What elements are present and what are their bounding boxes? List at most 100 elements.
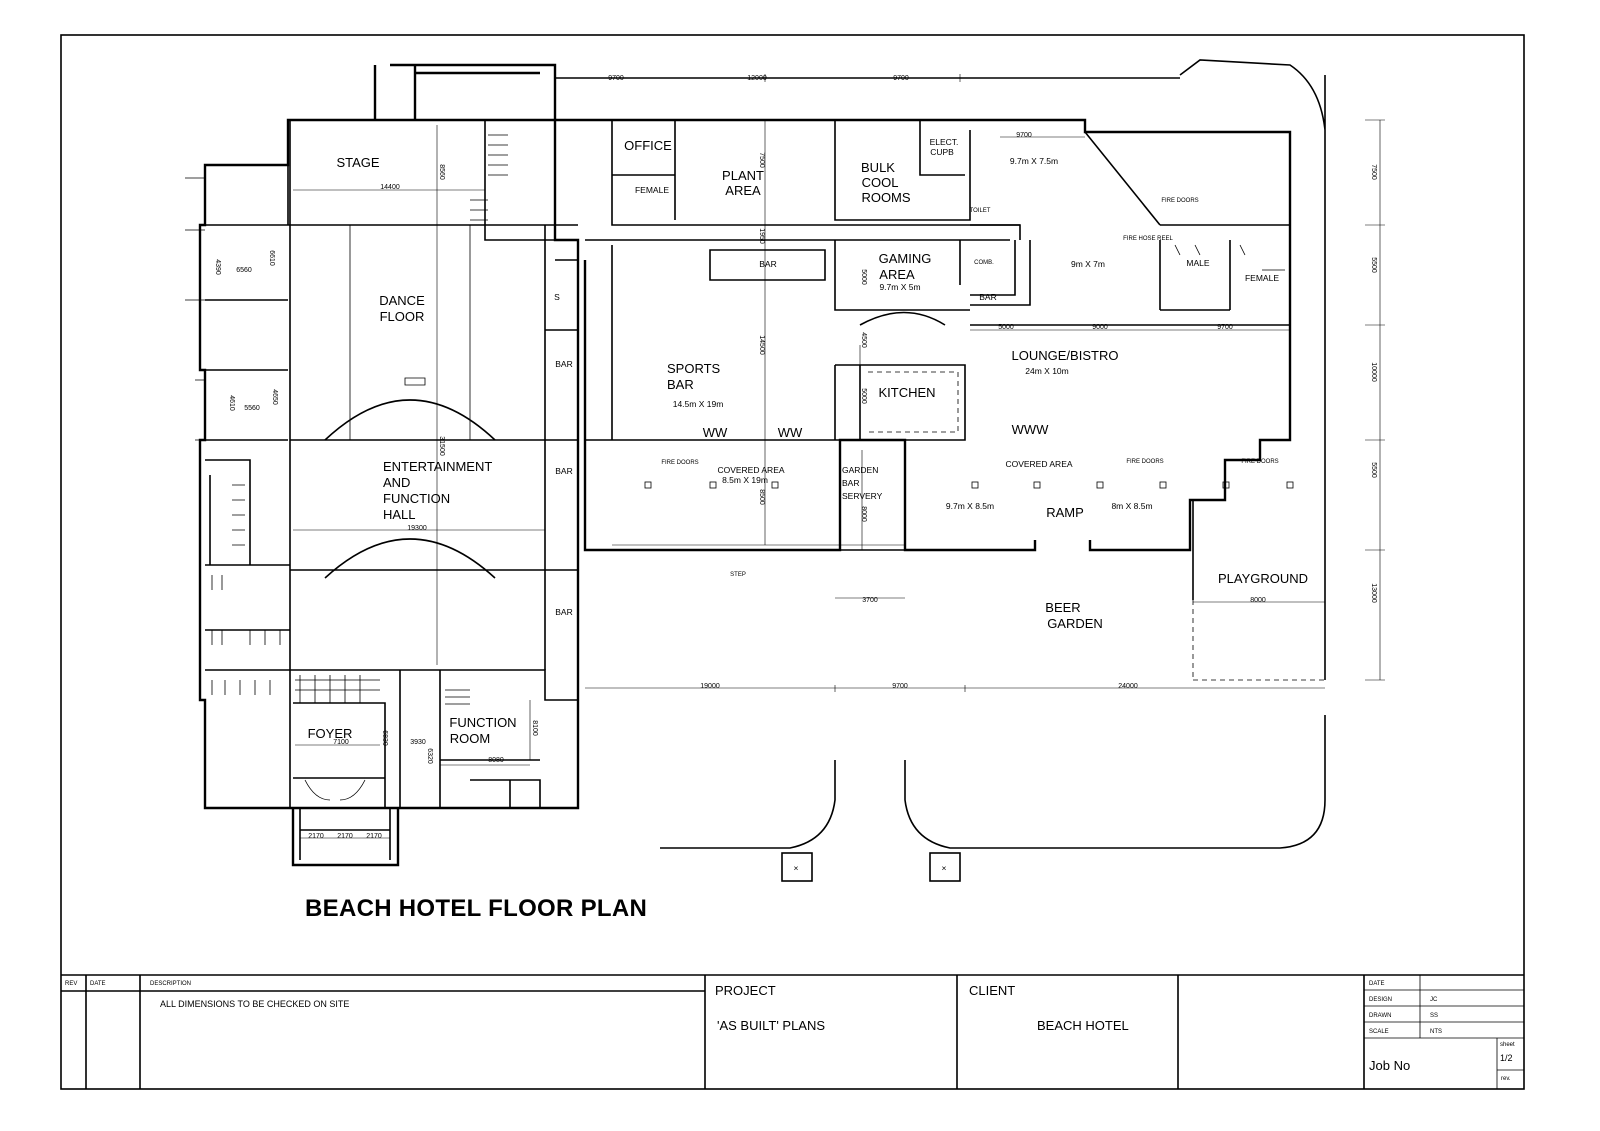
dim-top-3: 9700 [893, 75, 909, 82]
foyer-steps [295, 675, 380, 703]
lounge-dims [970, 136, 1290, 331]
dim-entry-3: 2170 [366, 833, 382, 840]
ramp-label: RAMP [1046, 505, 1084, 520]
kitchen-servery [868, 371, 959, 433]
small-dims [835, 597, 1325, 603]
job-no-label: Job No [1369, 1058, 1410, 1073]
dim-entry-1: 2170 [308, 833, 324, 840]
dim-kitchen-h: 5000 [860, 388, 867, 404]
bar-walls [585, 224, 1021, 440]
kitchen-label: KITCHEN [878, 385, 935, 400]
dim-foyer-w: 7100 [333, 739, 349, 746]
bar-gaming-label: BAR [979, 292, 996, 302]
bottom-dim-line [585, 685, 1325, 692]
dim-top-room-w: 9700 [1016, 132, 1032, 139]
toilet-label: TOILET [970, 208, 991, 214]
garden-boundary [1179, 59, 1326, 680]
dim-func-h: 8100 [531, 720, 538, 736]
stage-stair-room [484, 120, 555, 241]
dim-right-1: 7500 [1370, 164, 1377, 180]
client-label: CLIENT [969, 983, 1015, 998]
dim-right-3: 10000 [1370, 362, 1377, 382]
design-label: DESIGN [1369, 997, 1392, 1003]
left-partitions [205, 120, 578, 441]
covered-area-left-label: COVERED AREA [717, 465, 784, 475]
dim-lounge-2: 9000 [1092, 324, 1108, 331]
diagonal-wall [1084, 131, 1161, 226]
dim-covered-h: 8500 [758, 489, 765, 505]
hall-inner-walls [289, 120, 578, 808]
covered-posts [644, 481, 1294, 489]
dim-left-2h: 4650 [271, 389, 278, 405]
dim-bottom-1: 19000 [700, 683, 720, 690]
step-label: STEP [730, 572, 746, 578]
right-dim-line [1365, 119, 1385, 681]
bar-side-3: BAR [555, 607, 572, 617]
dance-floor-lines [349, 225, 471, 440]
male-label: MALE [1186, 258, 1209, 268]
dim-right-2: 5500 [1370, 257, 1377, 273]
dim-func-a: 3930 [410, 739, 426, 746]
foyer-dims [295, 700, 531, 839]
fire-doors-2: FIRE DOORS [1126, 459, 1163, 465]
dim-plant-1: 7500 [758, 152, 765, 168]
dim-lounge-1: 5000 [998, 324, 1014, 331]
dim-bottom-2: 9700 [892, 683, 908, 690]
garden-bar-walls [839, 440, 905, 551]
bollard-right [929, 852, 961, 882]
design-value: JC [1430, 997, 1438, 1003]
fire-doors-1: FIRE DOORS [661, 460, 698, 466]
drawing-title: BEACH HOTEL FLOOR PLAN [305, 895, 647, 922]
dim-lounge-3: 9700 [1217, 324, 1233, 331]
dim-left-2: 4610 [228, 395, 235, 411]
title-block-cells [1364, 975, 1524, 1089]
gaming-area-size: 9.7m X 5m [879, 282, 920, 292]
date-header: DATE [90, 981, 106, 987]
dim-garden-bar-w: 3700 [862, 597, 878, 604]
client-value: BEACH HOTEL [1037, 1018, 1129, 1033]
glass-wall-2: WW [778, 425, 803, 440]
office-label: OFFICE [624, 138, 672, 153]
s-room-label: S [554, 292, 560, 302]
fire-doors-3: FIRE DOORS [1241, 459, 1278, 465]
dim-left-1h: 6610 [268, 250, 275, 266]
sheet-label: sheet [1500, 1042, 1515, 1048]
dim-gaming-h2: 4500 [860, 332, 867, 348]
gaming-arc [859, 311, 946, 326]
project-label: PROJECT [715, 983, 776, 998]
project-value: 'AS BUILT' PLANS [717, 1018, 825, 1033]
sports-kitchen-walls [585, 364, 966, 441]
hall-outer-wall [198, 118, 580, 867]
hall-arc-bottom [324, 538, 496, 579]
entry-doors [304, 779, 366, 801]
stage-dim [293, 125, 485, 225]
dim-entry-2: 2170 [337, 833, 353, 840]
dim-left-1w: 6560 [236, 267, 252, 274]
dim-garden-bar-h: 8000 [860, 506, 867, 522]
bar-side-1: BAR [555, 359, 572, 369]
date-label: DATE [1369, 981, 1385, 987]
rev-label: rev. [1501, 1076, 1511, 1082]
dim-top-2: 12000 [747, 75, 767, 82]
sheet-value: 1/2 [1500, 1053, 1513, 1063]
dim-stage-depth: 8560 [438, 164, 445, 180]
car-park-curb-right [904, 715, 1326, 849]
sports-dims [612, 120, 905, 550]
lounge-bistro-size: 24m X 10m [1025, 366, 1068, 376]
title-block-grid [61, 974, 1524, 1089]
hall-dims [293, 225, 545, 665]
covered-right-size-b: 8m X 8.5m [1111, 501, 1152, 511]
glass-wall-1: WW [703, 425, 728, 440]
scale-label: SCALE [1369, 1029, 1389, 1035]
car-park-curb-left [660, 760, 836, 849]
